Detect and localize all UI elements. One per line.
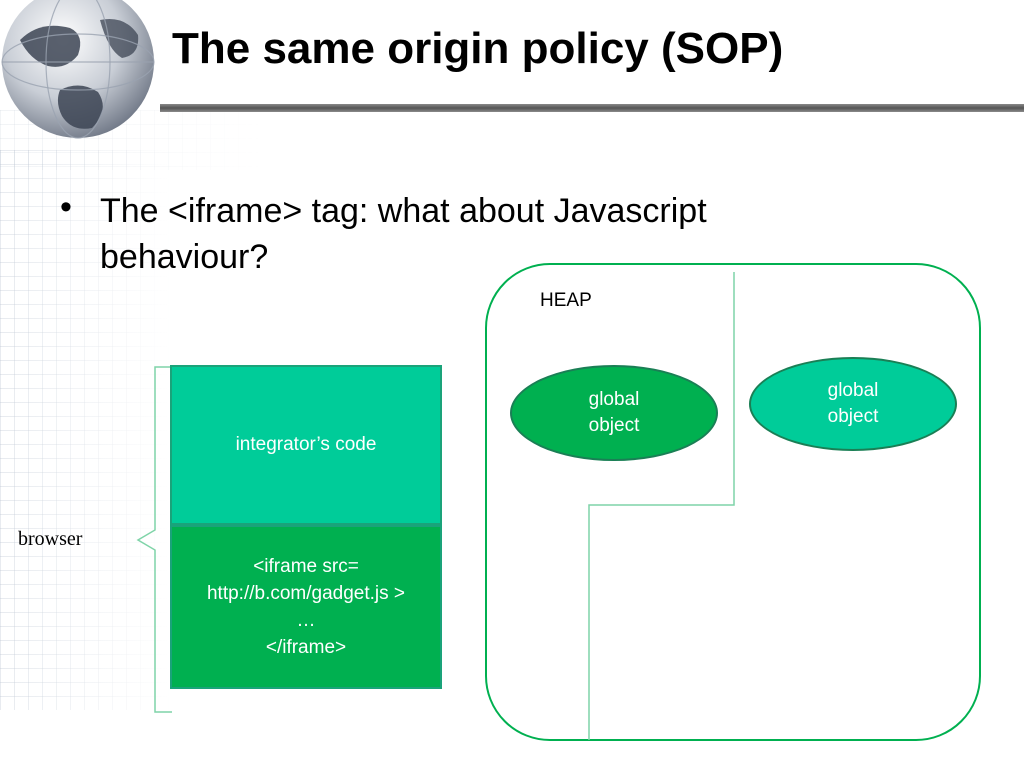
- integrator-code-label: integrator’s code: [235, 434, 377, 455]
- integrator-code-box: integrator’s code: [170, 365, 442, 525]
- bullet-marker: •: [60, 188, 72, 226]
- global-object-oval-right: global object: [749, 357, 957, 451]
- heap-divider: [588, 272, 735, 740]
- global-object-oval-left: global object: [510, 365, 718, 461]
- bullet-text: The <iframe> tag: what about Javascript …: [100, 192, 707, 276]
- browser-label: browser: [18, 528, 83, 550]
- global-object-label-line: global: [827, 380, 879, 401]
- global-object-label-line: global: [588, 389, 640, 410]
- iframe-code-box: <iframe src= http://b.com/gadget.js > … …: [170, 525, 442, 689]
- iframe-line: <iframe src=: [253, 556, 359, 577]
- slide-title: The same origin policy (SOP): [172, 24, 784, 73]
- iframe-line: http://b.com/gadget.js >: [206, 583, 406, 604]
- decorative-grid-left: [0, 150, 170, 710]
- title-divider: [160, 104, 1024, 112]
- heap-container: [485, 263, 981, 741]
- global-object-label-line: object: [827, 406, 879, 427]
- heap-label: HEAP: [540, 290, 592, 311]
- browser-brace: [136, 366, 172, 713]
- globe-icon: [1, 0, 155, 139]
- global-object-label-line: object: [588, 415, 640, 436]
- iframe-line: </iframe>: [265, 637, 347, 658]
- iframe-line: …: [296, 610, 316, 631]
